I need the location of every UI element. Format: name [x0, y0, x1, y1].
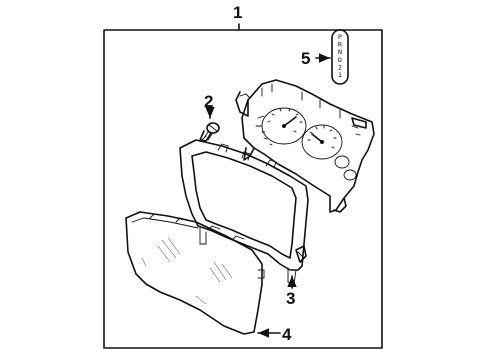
- mounting-screw: [199, 122, 220, 142]
- shift-indicator-letter: P: [338, 33, 342, 41]
- shift-indicator-letter: N: [338, 48, 342, 56]
- callout-5-label: 5: [301, 49, 310, 68]
- shift-indicator-letter: 1: [338, 71, 342, 79]
- shift-indicator-letter: D: [338, 56, 342, 64]
- shift-indicator-letter: 2: [338, 63, 342, 71]
- cluster-gauge-housing: [235, 79, 375, 213]
- callout-4-label: 4: [282, 325, 292, 344]
- cluster-lens: [125, 211, 265, 335]
- assembly-frame: [103, 29, 383, 349]
- shift-indicator-letter: R: [338, 41, 342, 49]
- callout-2-label: 2: [204, 92, 213, 111]
- speedometer-gauge: [261, 107, 307, 146]
- cluster-bezel: [179, 139, 309, 285]
- callout-3-label: 3: [286, 289, 295, 308]
- tachometer-gauge: [301, 124, 343, 160]
- callout-1-label: 1: [233, 3, 242, 22]
